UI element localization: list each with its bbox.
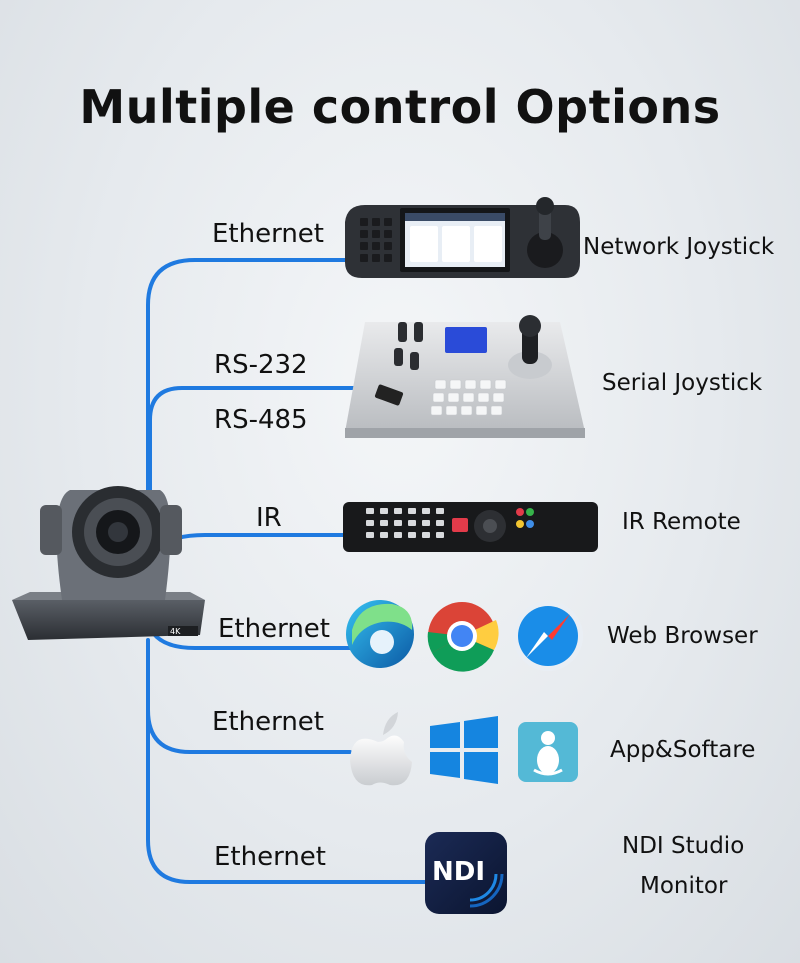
page-title: Multiple control Options	[79, 80, 721, 134]
network-joystick-icon	[345, 197, 580, 278]
conn-label-rs232: RS-232	[214, 350, 308, 380]
device-label-ndi-line2: Monitor	[640, 873, 728, 899]
ir-remote-icon	[343, 502, 598, 552]
windows-icon	[430, 716, 498, 784]
device-label-network-joystick: Network Joystick	[583, 234, 775, 260]
conn-label-ndi: Ethernet	[214, 842, 326, 872]
line-ir-remote	[156, 533, 345, 550]
apple-icon	[350, 712, 412, 786]
ptz-camera-icon	[12, 486, 205, 640]
device-label-serial-joystick: Serial Joystick	[602, 370, 763, 396]
device-label-ndi-line1: NDI Studio	[622, 833, 745, 859]
edge-icon	[346, 600, 414, 668]
conn-label-ir: IR	[256, 503, 282, 533]
conn-label-web-browser: Ethernet	[218, 614, 330, 644]
line-serial-joystick	[148, 386, 357, 502]
device-label-ir-remote: IR Remote	[622, 509, 741, 535]
linux-icon	[518, 722, 578, 782]
device-label-web-browser: Web Browser	[607, 623, 758, 649]
chrome-icon	[427, 602, 499, 672]
device-label-app-software: App&Softare	[610, 737, 756, 763]
line-network-joystick	[146, 258, 347, 502]
safari-icon	[513, 601, 583, 671]
ndi-icon: NDI	[425, 832, 507, 914]
serial-joystick-icon	[345, 315, 585, 438]
camera-badge: 4K	[170, 627, 181, 636]
line-ndi	[146, 698, 427, 884]
conn-label-app-software: Ethernet	[212, 707, 324, 737]
conn-label-rs485: RS-485	[214, 405, 308, 435]
ndi-logo-text: NDI	[432, 857, 485, 887]
conn-label-network-joystick: Ethernet	[212, 219, 324, 249]
